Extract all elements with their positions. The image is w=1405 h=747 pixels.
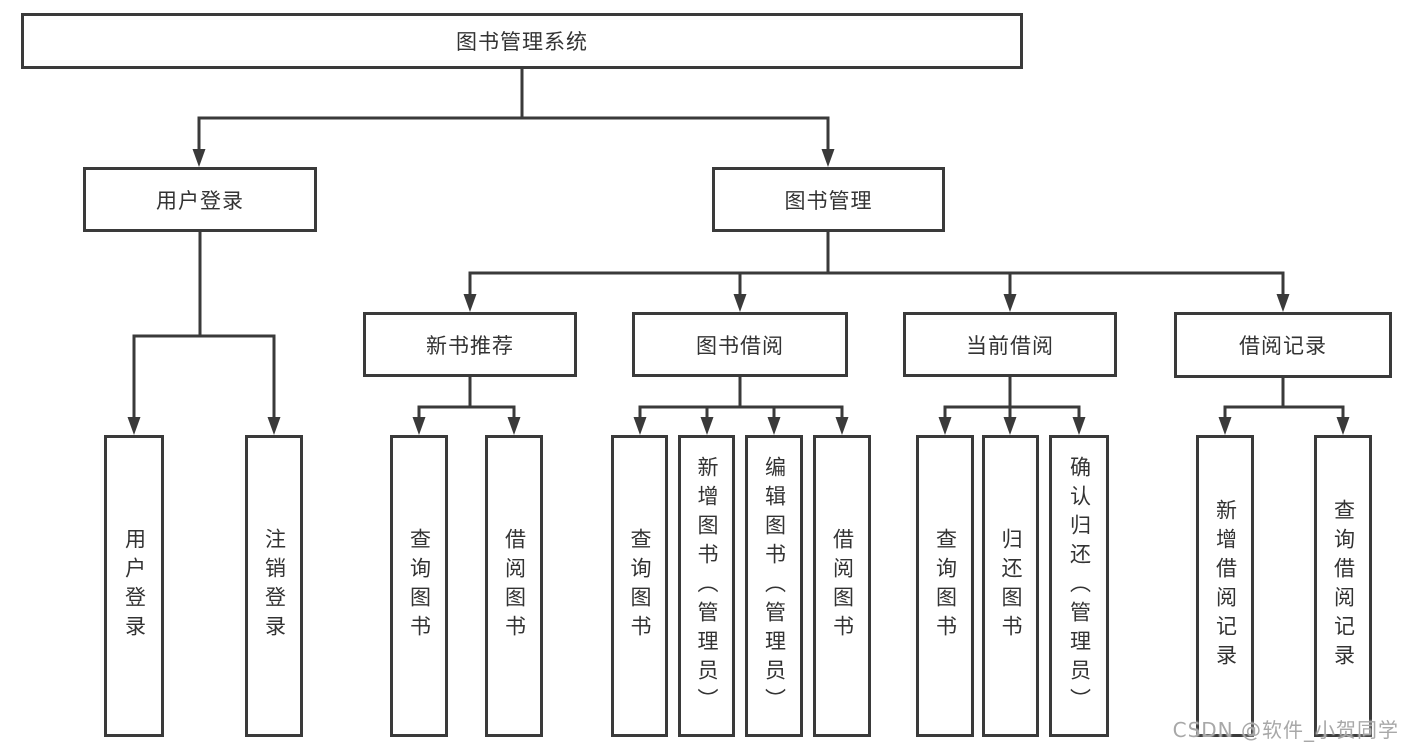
leaf-edit-book-admin: 编辑图书（管理员） <box>745 435 803 737</box>
leaf-query-book-recommendation: 查询图书 <box>390 435 448 737</box>
leaf-add-book-admin: 新增图书（管理员） <box>678 435 735 737</box>
watermark: CSDN @软件_小贺同学 <box>1172 718 1399 742</box>
leaf-borrow-book-recommendation: 借阅图书 <box>485 435 543 737</box>
connector-new-book-recommendation-branch <box>417 375 516 419</box>
node-new-book-recommendation: 新书推荐 <box>363 312 577 377</box>
connector-user-login-branch <box>132 230 276 419</box>
node-book-management: 图书管理 <box>712 167 945 232</box>
node-library-management-system: 图书管理系统 <box>21 13 1023 69</box>
leaf-confirm-return-admin: 确认归还（管理员） <box>1049 435 1109 737</box>
node-borrowing-records: 借阅记录 <box>1174 312 1392 378</box>
node-current-borrowing: 当前借阅 <box>903 312 1117 377</box>
connector-root-to-level2 <box>197 66 830 151</box>
connector-book-borrowing-branch <box>638 375 844 419</box>
node-user-login-group: 用户登录 <box>83 167 317 232</box>
leaf-user-login: 用户登录 <box>104 435 164 737</box>
leaf-add-borrow-record: 新增借阅记录 <box>1196 435 1254 737</box>
connector-current-borrowing-branch <box>943 375 1081 419</box>
leaf-return-book: 归还图书 <box>982 435 1039 737</box>
leaf-logout: 注销登录 <box>245 435 303 737</box>
leaf-query-book-borrowing: 查询图书 <box>611 435 668 737</box>
node-book-borrowing: 图书借阅 <box>632 312 848 377</box>
leaf-borrow-book-borrowing: 借阅图书 <box>813 435 871 737</box>
leaf-query-borrow-record: 查询借阅记录 <box>1314 435 1372 737</box>
connector-book-management-branch <box>468 230 1285 296</box>
leaf-query-book-current: 查询图书 <box>916 435 974 737</box>
connector-borrowing-records-branch <box>1223 375 1345 419</box>
